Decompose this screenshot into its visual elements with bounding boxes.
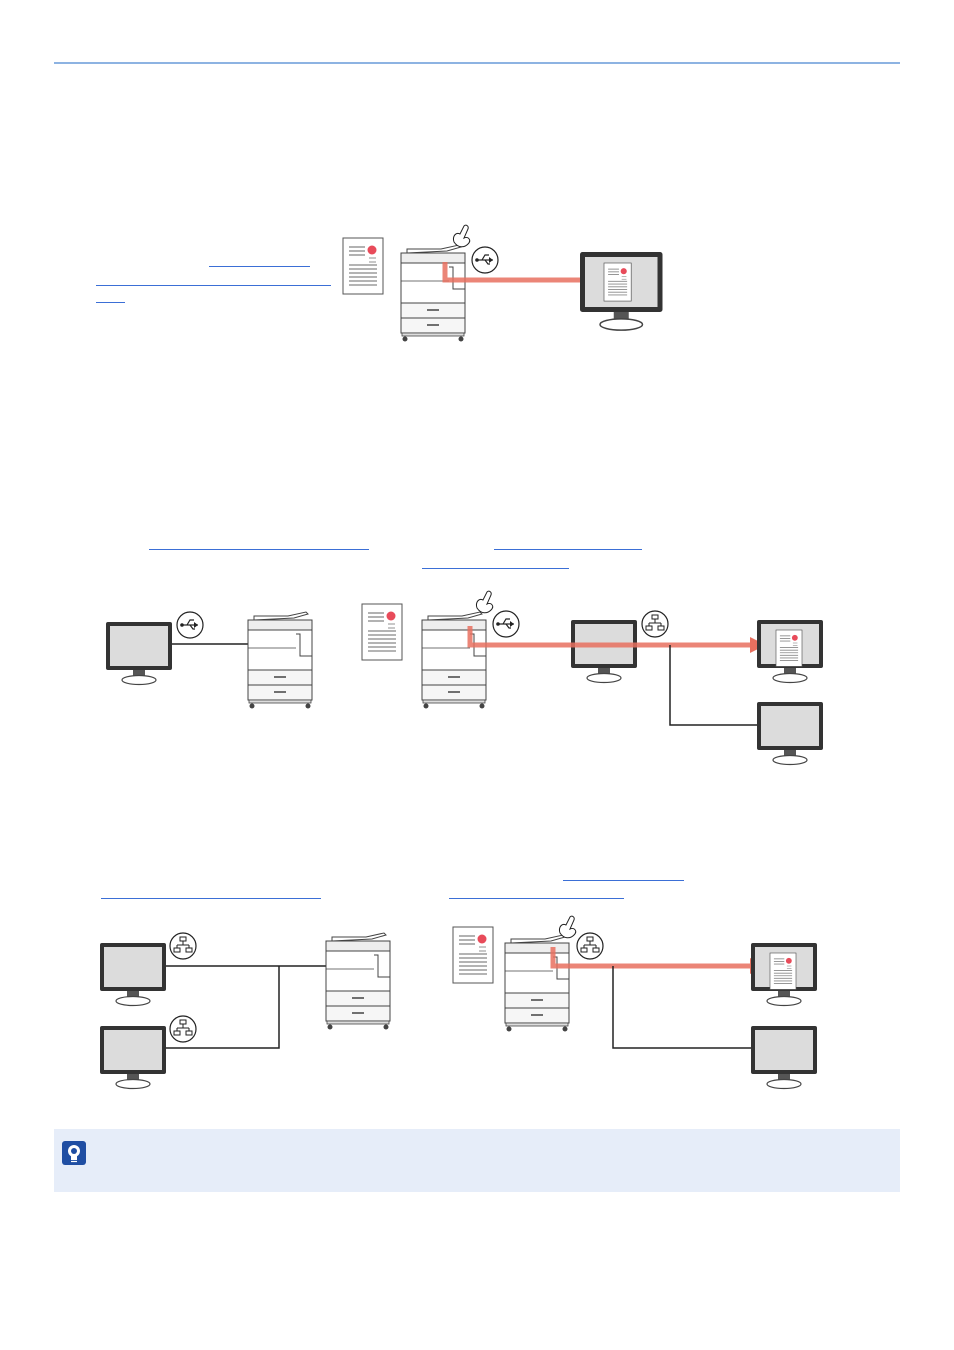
hand-icon xyxy=(475,590,494,614)
link-1c[interactable] xyxy=(96,302,125,303)
figure-usb-scan xyxy=(342,224,664,343)
hand-icon xyxy=(452,224,471,248)
document-icon xyxy=(342,237,384,295)
printer-icon xyxy=(247,611,313,710)
link-1a[interactable] xyxy=(209,266,310,267)
header-rule xyxy=(54,62,900,64)
network-icon xyxy=(641,610,669,638)
monitor-icon xyxy=(756,701,824,766)
figure-usb-share xyxy=(105,590,824,766)
network-icon xyxy=(169,1015,197,1043)
link-3c[interactable] xyxy=(449,898,624,899)
hand-icon xyxy=(558,915,577,939)
link-2b[interactable] xyxy=(494,549,642,550)
printer-icon xyxy=(421,611,487,710)
document-icon xyxy=(361,603,403,661)
usb-icon xyxy=(176,611,204,639)
network-icon xyxy=(169,932,197,960)
monitor-icon xyxy=(99,942,167,1007)
monitor-icon xyxy=(750,1025,818,1090)
usb-icon xyxy=(471,246,499,274)
link-3a[interactable] xyxy=(563,880,684,881)
usb-icon xyxy=(492,610,520,638)
monitor-icon xyxy=(99,1025,167,1090)
printer-icon xyxy=(400,244,466,343)
document-icon xyxy=(452,926,494,984)
link-3b[interactable] xyxy=(101,898,321,899)
monitor-icon xyxy=(570,619,638,684)
link-2c[interactable] xyxy=(422,568,569,569)
figure-network-scan xyxy=(99,915,818,1090)
printer-icon xyxy=(325,932,391,1031)
link-2a[interactable] xyxy=(149,549,369,550)
printer-icon xyxy=(504,934,570,1033)
network-icon xyxy=(576,932,604,960)
monitor-icon xyxy=(105,621,173,686)
note-box xyxy=(54,1129,900,1192)
note-lightbulb-icon xyxy=(62,1141,86,1165)
link-1b[interactable] xyxy=(96,285,331,286)
